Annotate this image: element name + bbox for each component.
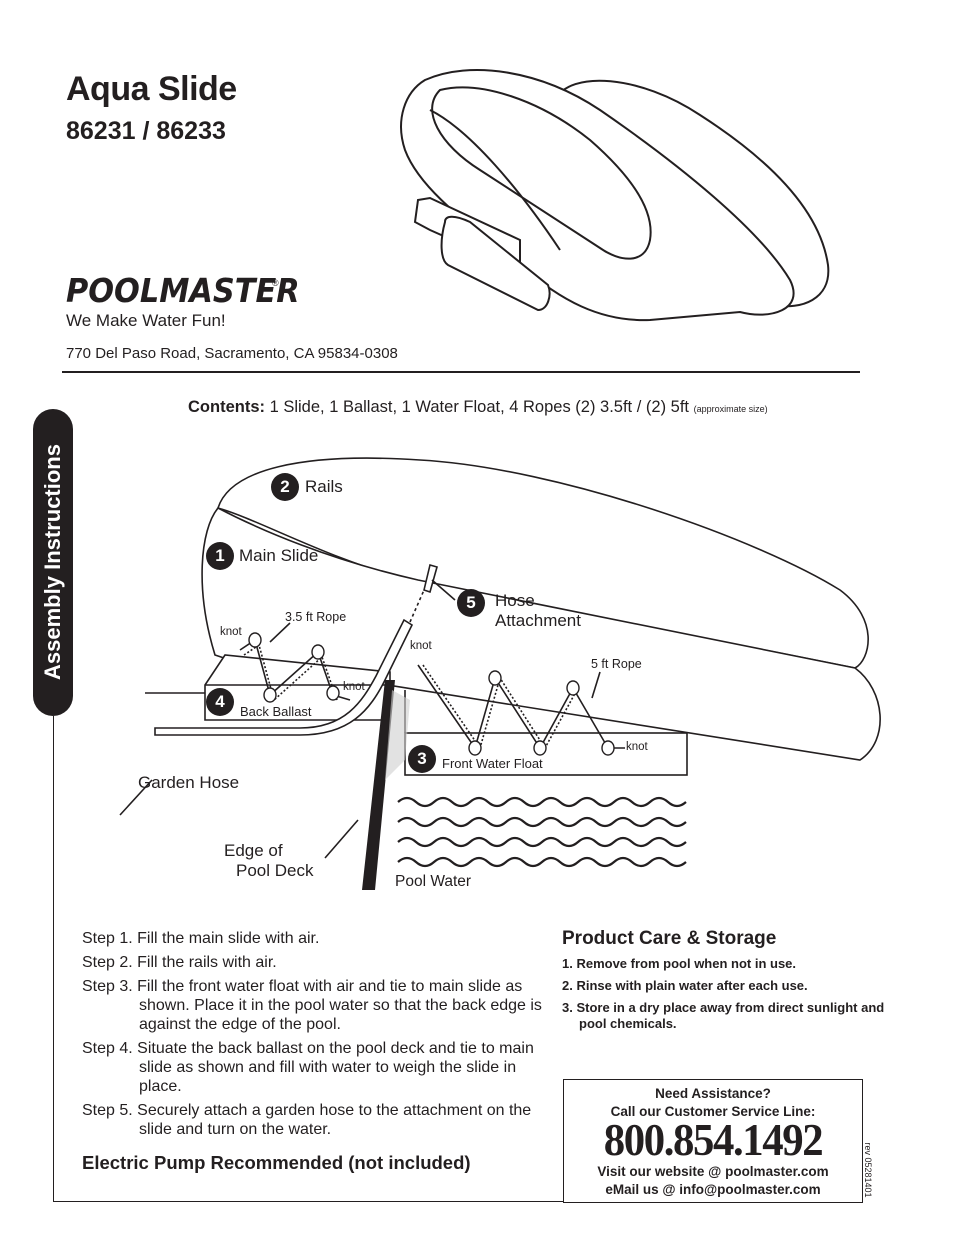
part-label-front-water-float: Front Water Float — [442, 756, 543, 771]
registered-mark: ® — [272, 278, 279, 288]
part-badge-2: 2 — [271, 473, 299, 501]
knot-label-3: knot — [410, 640, 432, 652]
step-3: Step 3. Fill the front water float with … — [82, 978, 542, 1033]
part-label-attachment: Attachment — [495, 611, 581, 630]
step-5: Step 5. Securely attach a garden hose to… — [82, 1102, 532, 1138]
part-label-main-slide: Main Slide — [239, 546, 319, 565]
company-address: 770 Del Paso Road, Sacramento, CA 95834-… — [66, 345, 398, 362]
care-item-1: 1. Remove from pool when not in use. — [562, 956, 797, 971]
frame-bottom-line — [53, 1201, 563, 1202]
rope-short-label: 3.5 ft Rope — [285, 610, 347, 624]
assist-call-line: Call our Customer Service Line: — [610, 1104, 816, 1119]
side-tab — [33, 409, 73, 716]
part-badge-3: 3 — [408, 745, 436, 773]
assistance-box: Need Assistance? Call our Customer Servi… — [563, 1079, 863, 1203]
model-numbers: 86231 / 86233 — [66, 117, 226, 145]
phone-number[interactable]: 800.854.1492 — [603, 1114, 824, 1165]
knot-label-2: knot — [343, 681, 365, 693]
care-title: Product Care & Storage — [562, 928, 777, 949]
page-title: Aqua Slide — [66, 70, 237, 108]
part-badge-4: 4 — [206, 688, 234, 716]
contents-note: (approximate size) — [693, 404, 768, 414]
garden-hose-label: Garden Hose — [138, 773, 240, 792]
side-tab-label: Assembly Instructions — [40, 444, 65, 680]
assist-heading: Need Assistance? — [655, 1086, 771, 1101]
frame-left-line — [53, 716, 54, 1201]
brand-logo: POOLMASTER — [66, 271, 300, 310]
part-label-rails: Rails — [305, 477, 343, 496]
step-1: Step 1. Fill the main slide with air. — [82, 930, 320, 947]
header-divider — [62, 371, 860, 373]
care-item-3: 3. Store in a dry place away from direct… — [562, 1000, 885, 1031]
email-link[interactable]: eMail us @ info@poolmaster.com — [605, 1182, 821, 1197]
assembly-diagram — [119, 457, 881, 890]
rope-long-label: 5 ft Rope — [591, 657, 642, 671]
care-list: 1. Remove from pool when not in use. 2. … — [562, 956, 902, 1038]
pool-water-label: Pool Water — [395, 873, 472, 890]
revision-code: rev 05281401 — [863, 1142, 873, 1198]
assembly-steps: Step 1. Fill the main slide with air. St… — [82, 929, 552, 1144]
website-link[interactable]: Visit our website @ poolmaster.com — [597, 1164, 829, 1179]
part-badge-5: 5 — [457, 589, 485, 617]
contents-text: 1 Slide, 1 Ballast, 1 Water Float, 4 Rop… — [265, 398, 694, 416]
knot-label-4: knot — [626, 741, 648, 753]
knot-label-1: knot — [220, 626, 242, 638]
contents-label: Contents: — [188, 398, 265, 416]
part-label-hose: Hose — [495, 591, 535, 610]
contents-line: Contents: 1 Slide, 1 Ballast, 1 Water Fl… — [188, 398, 768, 417]
part-badge-1: 1 — [206, 542, 234, 570]
pump-note: Electric Pump Recommended (not included) — [82, 1152, 471, 1173]
step-2: Step 2. Fill the rails with air. — [82, 954, 277, 971]
part-label-back-ballast: Back Ballast — [240, 704, 312, 719]
pool-deck-label-line1: Edge of — [224, 841, 283, 860]
brand-tagline: We Make Water Fun! — [66, 311, 226, 330]
slide-product-illustration — [400, 69, 830, 322]
pool-deck-label-line2: Pool Deck — [236, 861, 314, 880]
step-4: Step 4. Situate the back ballast on the … — [82, 1040, 534, 1095]
care-item-2: 2. Rinse with plain water after each use… — [562, 978, 808, 993]
